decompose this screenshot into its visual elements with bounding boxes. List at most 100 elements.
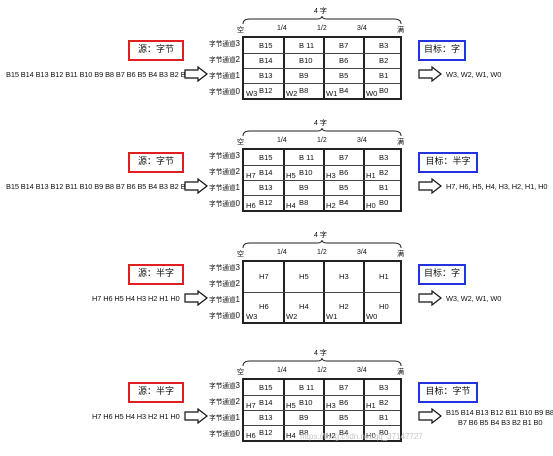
lane-label: 字节通道2 (196, 164, 240, 180)
row-divider (244, 68, 400, 69)
lane-label-text: 字节通道 (209, 72, 236, 80)
capacity-brace (242, 127, 402, 137)
lane-number: 1 (235, 295, 240, 304)
lane-label-text: 字节通道 (209, 184, 236, 192)
byte-cell: B7 (339, 41, 349, 50)
capacity-brace (242, 15, 402, 25)
byte-cell: B13 (259, 71, 273, 80)
lane-number: 2 (235, 397, 240, 406)
halfword-cell: H4 (299, 302, 309, 311)
byte-cell: B8 (299, 428, 309, 437)
lane-label-text: 字节通道 (209, 56, 236, 64)
input-sequence: B15 B14 B13 B12 B11 B10 B9 B8 B7 B6 B5 B… (6, 70, 201, 79)
group-label: H1 (366, 401, 376, 410)
lane-label: 字节通道2 (196, 52, 240, 68)
lane-number: 1 (235, 413, 240, 422)
scale-tick: 空 (237, 139, 244, 146)
input-sequence: H7 H6 H5 H4 H3 H2 H1 H0 (92, 294, 180, 303)
byte-cell: B8 (299, 198, 309, 207)
byte-cell: B5 (339, 71, 349, 80)
group-label: H3 (326, 401, 336, 410)
group-label: H4 (286, 431, 296, 440)
byte-cell: B7 (339, 153, 349, 162)
row-divider (244, 292, 400, 293)
group-label: H3 (326, 171, 336, 180)
lane-label: 字节通道0 (196, 426, 240, 442)
byte-cell: B10 (299, 398, 313, 407)
destination-label-box: 目标：半字 (418, 152, 478, 173)
byte-cell: B4 (339, 198, 349, 207)
byte-cell: B0 (379, 428, 389, 437)
lane-number: 0 (235, 87, 240, 96)
lane-label: 字节通道1 (196, 180, 240, 196)
group-label: H1 (366, 171, 376, 180)
lane-label: 字节通道1 (196, 68, 240, 84)
lane-number: 1 (235, 71, 240, 80)
scale-title: 4 字 (314, 350, 327, 357)
group-label: W3 (246, 89, 258, 98)
scale-tick: 3/4 (357, 367, 367, 374)
group-label: H6 (246, 431, 256, 440)
byte-cell: B4 (339, 86, 349, 95)
lane-label-text: 字节通道 (209, 312, 236, 320)
lane-label-text: 字节通道 (209, 430, 236, 438)
byte-cell: B14 (259, 56, 273, 65)
byte-cell: B9 (299, 183, 309, 192)
byte-cell: B7 (339, 383, 349, 392)
group-label: W2 (286, 89, 298, 98)
group-label: W1 (326, 89, 338, 98)
lane-label: 字节通道1 (196, 410, 240, 426)
destination-label-box: 目标：字节 (418, 382, 478, 403)
input-sequence: H7 H6 H5 H4 H3 H2 H1 H0 (92, 412, 180, 421)
group-label: H4 (286, 201, 296, 210)
byte-cell: B15 (259, 153, 273, 162)
byte-cell: B 11 (299, 41, 315, 50)
scale-tick: 3/4 (357, 137, 367, 144)
byte-cell: B5 (339, 183, 349, 192)
scale-tick: 1/4 (277, 25, 287, 32)
byte-cell: B5 (339, 413, 349, 422)
scale-tick: 满 (397, 27, 404, 34)
lane-label-text: 字节通道 (209, 382, 236, 390)
byte-cell: B14 (259, 398, 273, 407)
group-label: W3 (246, 312, 258, 321)
byte-cell: B9 (299, 413, 309, 422)
input-arrow (184, 290, 208, 306)
byte-cell: B14 (259, 168, 273, 177)
byte-cell: B3 (379, 41, 389, 50)
capacity-brace (242, 357, 402, 367)
lane-number: 0 (235, 311, 240, 320)
byte-cell: B6 (339, 56, 349, 65)
byte-cell: B 11 (299, 153, 315, 162)
lane-label-text: 字节通道 (209, 88, 236, 96)
byte-cell: B8 (299, 86, 309, 95)
lane-number: 2 (235, 55, 240, 64)
lane-label-text: 字节通道 (209, 152, 236, 160)
scale-tick: 3/4 (357, 249, 367, 256)
lane-label: 字节通道3 (196, 378, 240, 394)
lane-label: 字节通道1 (196, 292, 240, 308)
group-label: H0 (366, 431, 376, 440)
scale-tick: 3/4 (357, 25, 367, 32)
row-divider (244, 165, 400, 166)
row-divider (244, 425, 400, 426)
scale-tick: 满 (397, 369, 404, 376)
halfword-cell: H6 (259, 302, 269, 311)
lane-label: 字节通道3 (196, 36, 240, 52)
group-label: H2 (326, 201, 336, 210)
input-arrow (184, 66, 208, 82)
lane-label-text: 字节通道 (209, 40, 236, 48)
row-divider (244, 195, 400, 196)
lane-number: 3 (235, 263, 240, 272)
capacity-brace (242, 239, 402, 249)
lane-number: 2 (235, 279, 240, 288)
scale-tick: 1/4 (277, 367, 287, 374)
scale-tick: 1/4 (277, 249, 287, 256)
byte-cell: B3 (379, 153, 389, 162)
